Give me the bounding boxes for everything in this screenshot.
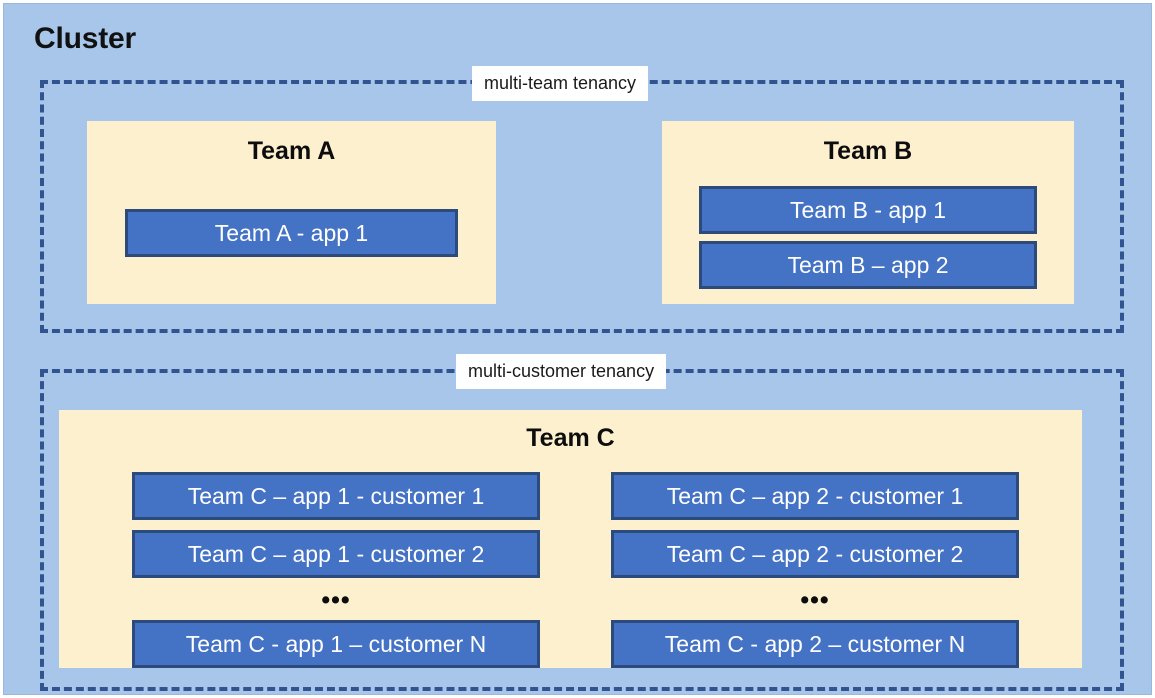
team-c-app-2-ellipsis: •••	[800, 586, 830, 614]
app-box-team-c-app-1-customer-n[interactable]: Team C - app 1 – customer N	[132, 620, 540, 668]
app-box-team-b-app-2[interactable]: Team B – app 2	[699, 241, 1037, 289]
app-box-team-c-app-2-customer-1[interactable]: Team C – app 2 - customer 1	[611, 472, 1019, 520]
team-c-app-2-column: Team C – app 2 - customer 1 Team C – app…	[611, 472, 1019, 668]
app-box-team-c-app-2-customer-n[interactable]: Team C - app 2 – customer N	[611, 620, 1019, 668]
tenancy-group-multi-team-label: multi-team tenancy	[472, 66, 649, 101]
app-box-team-c-app-2-customer-2[interactable]: Team C – app 2 - customer 2	[611, 530, 1019, 578]
team-b-title: Team B	[823, 137, 913, 165]
team-c-app-1-column: Team C – app 1 - customer 1 Team C – app…	[132, 472, 540, 668]
app-box-team-b-app-1[interactable]: Team B - app 1	[699, 186, 1037, 234]
team-a-title: Team A	[247, 137, 336, 165]
tenancy-group-multi-customer-label: multi-customer tenancy	[456, 354, 667, 389]
team-c-container: Team C Team C – app 1 - customer 1 Team …	[59, 410, 1082, 668]
app-box-team-c-app-1-customer-1[interactable]: Team C – app 1 - customer 1	[132, 472, 540, 520]
team-b-container: Team B Team B - app 1 Team B – app 2	[662, 121, 1074, 304]
team-a-container: Team A Team A - app 1	[87, 121, 496, 304]
app-box-team-c-app-1-customer-2[interactable]: Team C – app 1 - customer 2	[132, 530, 540, 578]
cluster-container: Cluster multi-team tenancy Team A Team A…	[3, 3, 1152, 695]
cluster-title: Cluster	[34, 22, 136, 55]
app-box-team-a-app-1[interactable]: Team A - app 1	[125, 209, 458, 257]
team-c-app-1-ellipsis: •••	[321, 586, 351, 614]
team-c-title: Team C	[526, 424, 615, 452]
